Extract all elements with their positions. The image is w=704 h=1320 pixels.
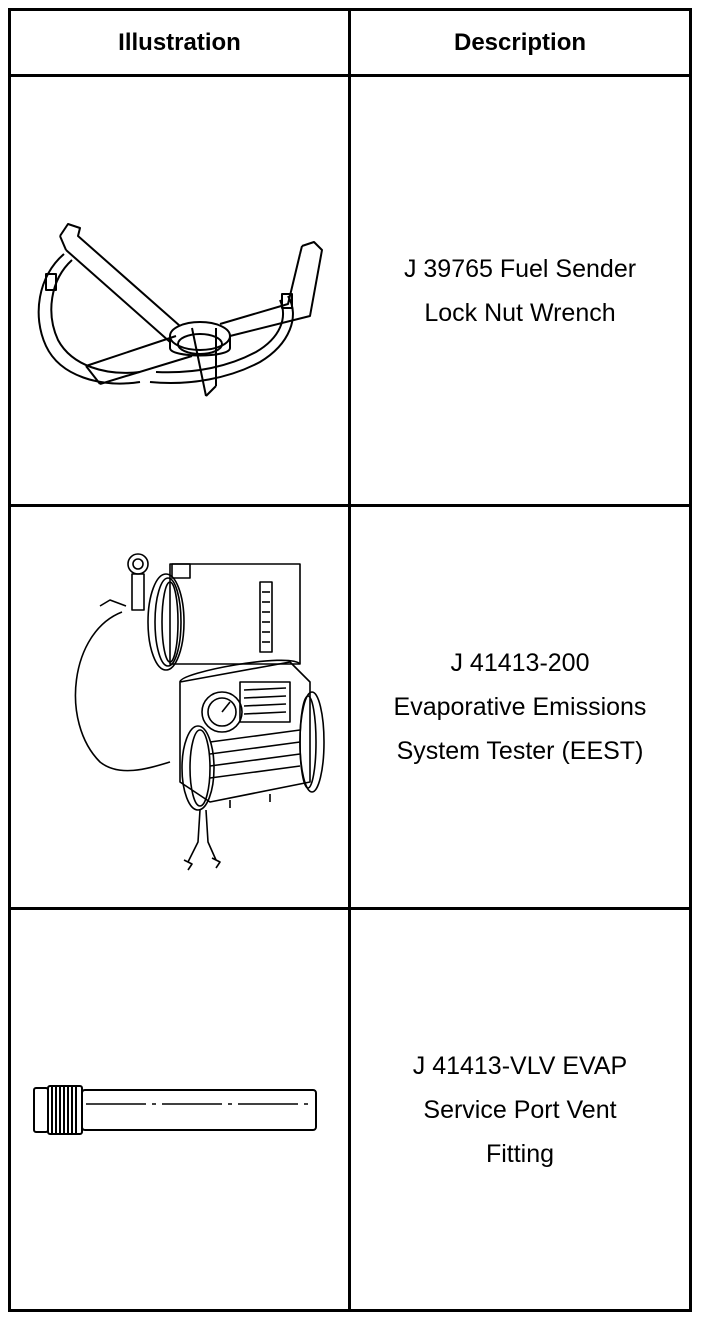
header-illustration: Illustration bbox=[118, 29, 241, 56]
service-port-vent-fitting-icon bbox=[32, 1084, 317, 1135]
column-divider bbox=[348, 8, 351, 1312]
description-line: J 41413-VLV EVAP bbox=[412, 1051, 628, 1080]
table-row-1-description: J 39765 Fuel Sender Lock Nut Wrench bbox=[351, 77, 689, 504]
table-row-2-illustration bbox=[11, 507, 348, 907]
table-row-1-illustration bbox=[11, 77, 348, 504]
description-line: Evaporative Emissions bbox=[393, 693, 647, 721]
tools-table: Illustration Description bbox=[8, 8, 692, 1312]
header-description: Description bbox=[453, 29, 587, 56]
description-line: Fitting bbox=[485, 1139, 555, 1168]
description-line: J 39765 Fuel Sender bbox=[403, 254, 637, 283]
description-line: J 41413-200 bbox=[450, 649, 590, 677]
table-border-right bbox=[689, 8, 692, 1312]
table-row-3-illustration bbox=[11, 910, 348, 1309]
table-border-left bbox=[8, 8, 11, 1312]
fuel-sender-lock-nut-wrench-icon bbox=[37, 222, 323, 397]
description-line: Lock Nut Wrench bbox=[424, 298, 616, 327]
description-line: Service Port Vent bbox=[423, 1095, 617, 1124]
table-row-3-description: J 41413-VLV EVAP Service Port Vent Fitti… bbox=[351, 910, 689, 1309]
table-row-2-description: J 41413-200 Evaporative Emissions System… bbox=[351, 507, 689, 907]
description-line: System Tester (EEST) bbox=[396, 737, 644, 765]
evap-emissions-system-tester-icon bbox=[74, 553, 325, 871]
